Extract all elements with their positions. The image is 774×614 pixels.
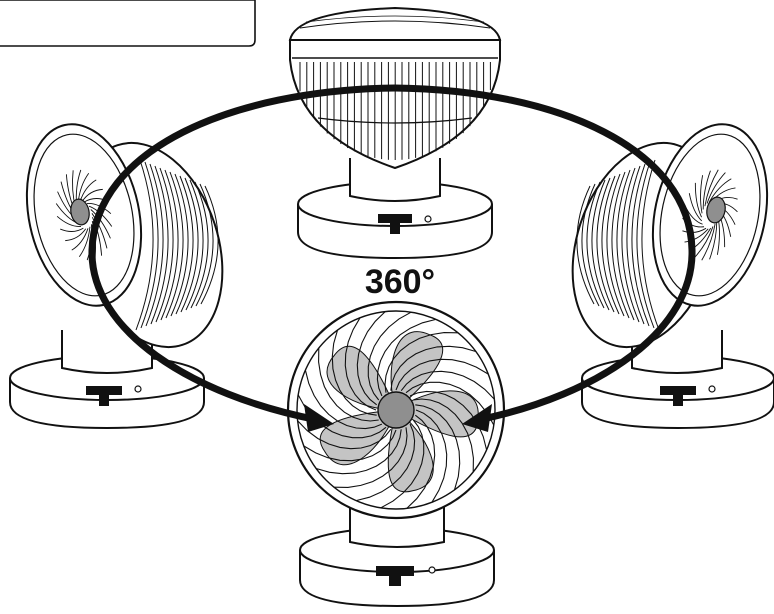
fan-front-view xyxy=(286,300,506,608)
fan-face xyxy=(651,123,769,307)
rotation-label: 360° xyxy=(365,263,435,301)
rotation-arrows xyxy=(88,84,696,432)
hub xyxy=(377,391,415,429)
fan-back-view xyxy=(288,6,502,260)
fan-left-side-view xyxy=(9,123,224,430)
fan-face xyxy=(25,123,143,307)
hub xyxy=(70,198,90,226)
callout-box xyxy=(0,0,256,47)
fan-grille-lines xyxy=(299,62,491,160)
rotation-arc-left xyxy=(88,84,399,424)
rotation-arc-right xyxy=(391,84,696,424)
fan-grille-lines xyxy=(576,159,660,331)
fan-base xyxy=(9,355,205,430)
arrowhead-left xyxy=(304,404,334,432)
fan-blades xyxy=(319,331,479,493)
fan-grille-lines xyxy=(297,311,495,509)
arrowhead-right xyxy=(462,404,492,432)
hub xyxy=(706,196,726,224)
fan-base xyxy=(581,355,774,430)
fan-right-side-view xyxy=(571,123,774,430)
fan-base xyxy=(299,527,495,608)
fan-face xyxy=(286,300,506,520)
fan-grille-lines xyxy=(135,159,219,331)
